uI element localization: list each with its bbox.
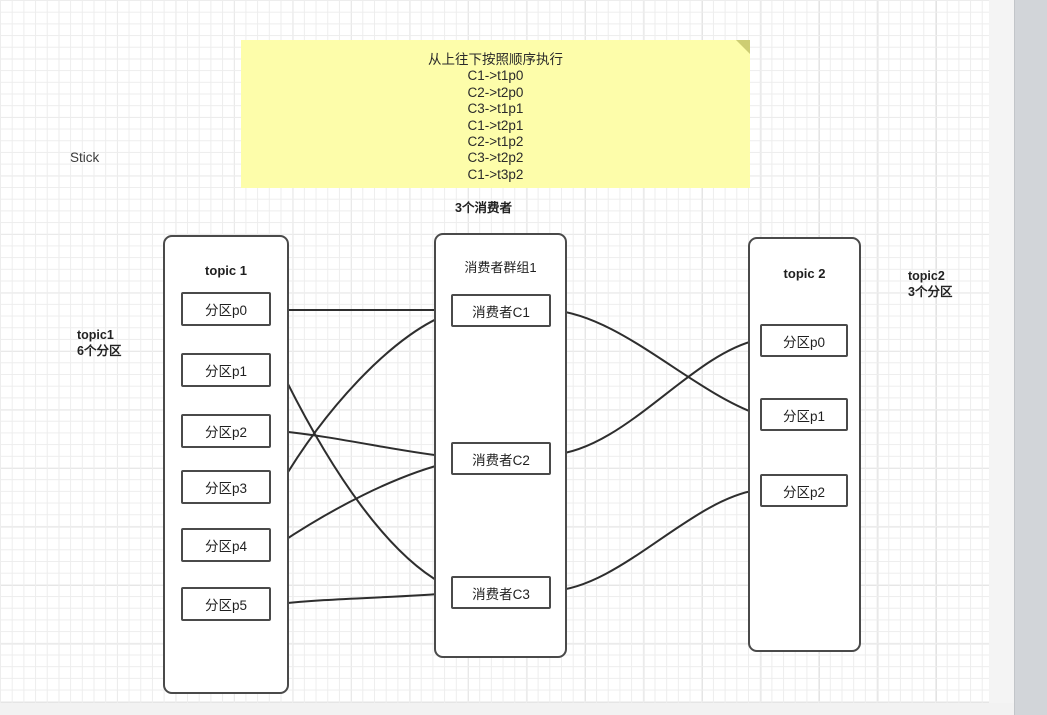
sticky-note-step: C2->t2p0 [467, 84, 524, 100]
consumer-group-title: 消费者群组1 [464, 260, 537, 275]
sticky-note-step: C3->t1p1 [467, 101, 524, 117]
topic1-note-line1: topic1 [77, 328, 114, 342]
sticky-note[interactable]: 从上往下按照顺序执行 C1->t1p0 C2->t2p0 C3->t1p1 C1… [241, 40, 750, 188]
topic2-note-line2: 3个分区 [908, 285, 953, 299]
consumers-count-label: 3个消费者 [455, 201, 512, 215]
right-gutter [989, 0, 1014, 703]
consumer-c3[interactable]: 消费者C3 [451, 576, 551, 609]
topic2-partition-p1[interactable]: 分区p1 [760, 398, 848, 431]
vertical-scrollbar[interactable] [1014, 0, 1047, 715]
topic1-partition-p4[interactable]: 分区p4 [181, 528, 271, 562]
topic2-title: topic 2 [783, 266, 826, 281]
topic1-partition-p0[interactable]: 分区p0 [181, 292, 271, 326]
stick-label: Stick [70, 150, 100, 165]
topic2-partition-p2[interactable]: 分区p2 [760, 474, 848, 507]
sticky-note-step: C2->t1p2 [467, 134, 524, 150]
sticky-note-title: 从上往下按照顺序执行 [428, 52, 563, 67]
topic1-title: topic 1 [205, 263, 247, 278]
bottom-bar [0, 703, 1014, 715]
consumer-c1[interactable]: 消费者C1 [451, 294, 551, 327]
sticky-note-body: 从上往下按照顺序执行 C1->t1p0 C2->t2p0 C3->t1p1 C1… [241, 52, 750, 183]
topic1-partition-p5[interactable]: 分区p5 [181, 587, 271, 621]
sticky-note-step: C1->t1p0 [467, 68, 524, 84]
topic1-note-line2: 6个分区 [77, 344, 122, 358]
topic2-container[interactable]: topic 2 [748, 237, 861, 652]
sticky-note-step: C3->t2p2 [467, 150, 524, 166]
topic2-note-line1: topic2 [908, 269, 945, 283]
sticky-note-fold-corner [736, 40, 750, 54]
consumer-c2[interactable]: 消费者C2 [451, 442, 551, 475]
topic1-partition-p1[interactable]: 分区p1 [181, 353, 271, 387]
topic2-partition-p0[interactable]: 分区p0 [760, 324, 848, 357]
sticky-note-step: C1->t2p1 [467, 117, 524, 133]
topic1-partition-p3[interactable]: 分区p3 [181, 470, 271, 504]
sticky-note-step: C1->t3p2 [467, 166, 524, 182]
topic1-partition-p2[interactable]: 分区p2 [181, 414, 271, 448]
